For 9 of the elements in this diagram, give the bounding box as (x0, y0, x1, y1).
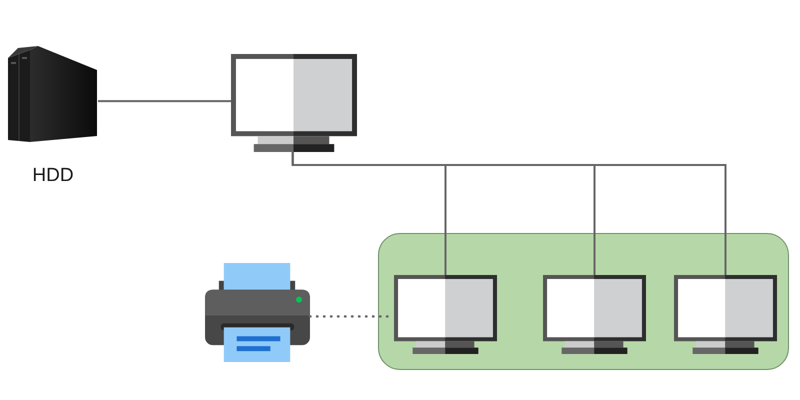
group-panel (378, 233, 789, 370)
printer-icon (205, 263, 310, 362)
monitor-icon (674, 275, 777, 354)
connector-line (292, 152, 726, 275)
connector-line (98, 100, 231, 102)
monitor-icon (543, 275, 646, 354)
monitor-icon (231, 54, 357, 152)
caption-label: HDD (31, 165, 75, 188)
monitor-icon (394, 275, 497, 354)
